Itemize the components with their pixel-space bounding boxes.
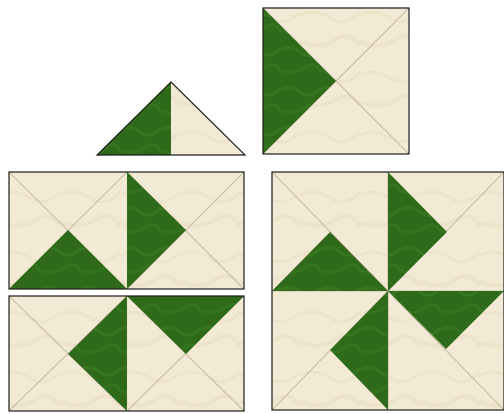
flying-geese-top-row-block (9, 172, 244, 289)
flying-geese-bottom-row-block (9, 296, 244, 411)
half-square-triangle-piece (97, 82, 245, 155)
pinwheel-finished-block (272, 172, 504, 410)
flying-geese-square-block (263, 8, 409, 154)
